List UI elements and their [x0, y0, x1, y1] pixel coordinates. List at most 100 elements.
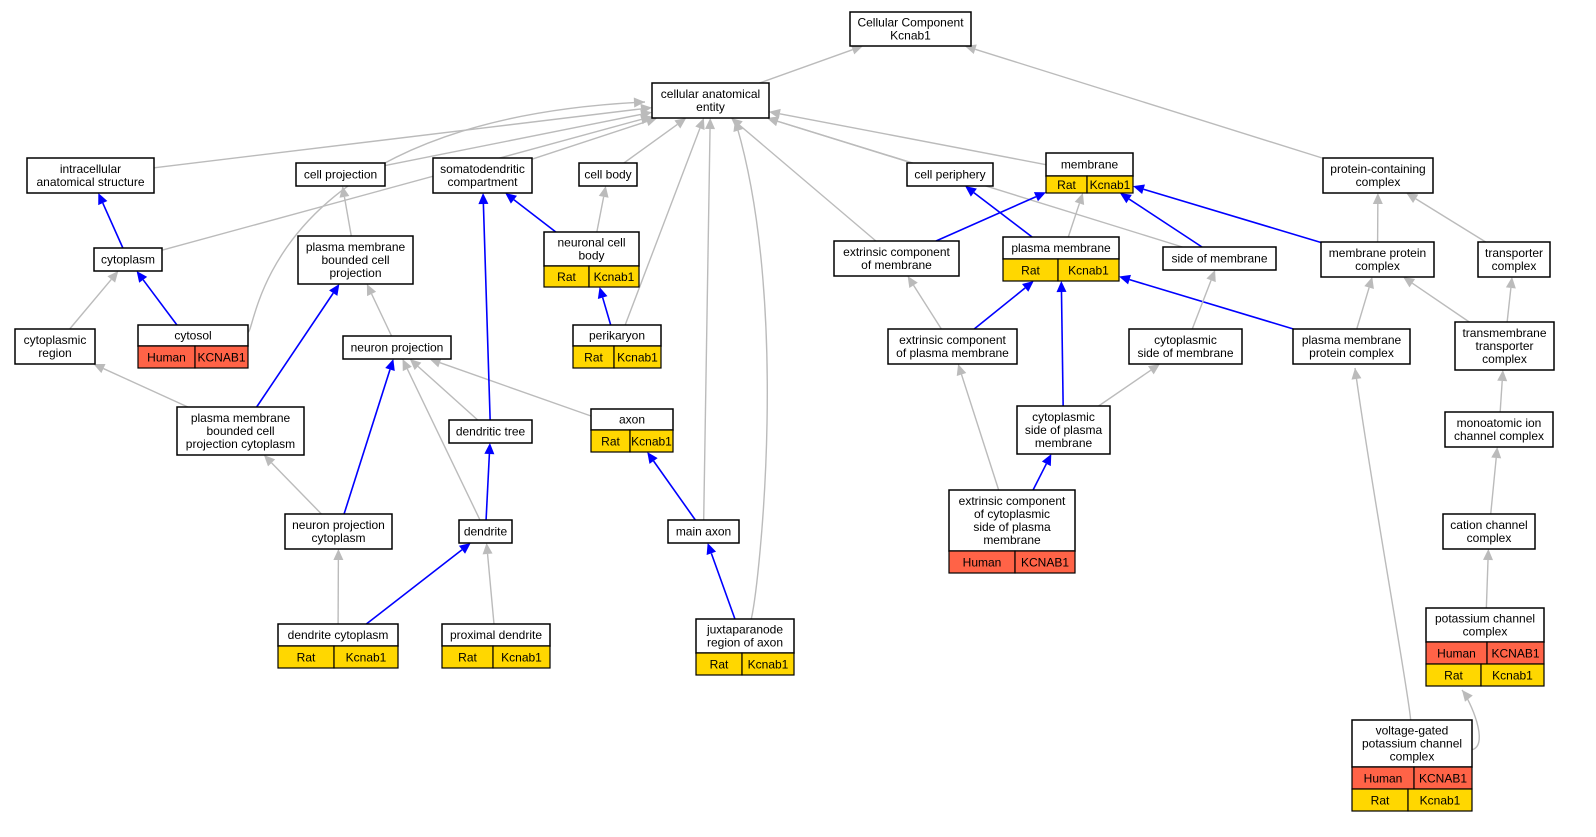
- node-label-line: projection: [329, 266, 381, 280]
- edge-arrowhead: [633, 97, 645, 108]
- edge-line: [1060, 291, 1064, 407]
- node-label-line: of plasma membrane: [896, 346, 1009, 360]
- edge-line: [439, 362, 592, 417]
- edge-line: [1490, 457, 1497, 515]
- node-cytoplasm[interactable]: cytoplasm: [93, 247, 163, 272]
- node-label-line: cytoplasmic: [1032, 410, 1095, 424]
- edge-line: [1032, 463, 1048, 491]
- node-label-line: cytoplasmic: [24, 333, 87, 347]
- node-label-line: membrane: [983, 533, 1041, 547]
- node-label-box: [1322, 157, 1434, 194]
- node-label-line: complex: [1467, 531, 1512, 545]
- edge-cellproj-to-cae: [384, 109, 652, 167]
- edge-arrowhead: [107, 271, 119, 283]
- edge-mainaxon-to-cae: [702, 118, 716, 521]
- node-cellperiph[interactable]: cell periphery: [906, 162, 994, 187]
- edge-jpa-to-mainaxon: [706, 543, 736, 620]
- node-label-line: cellular anatomical: [661, 87, 760, 101]
- node-som[interactable]: side of membrane: [1162, 246, 1277, 271]
- edge-arrowhead: [458, 543, 471, 554]
- edge-arrowhead: [907, 276, 918, 288]
- node-label-box: [448, 419, 533, 444]
- edge-line: [739, 124, 877, 242]
- node-label-line: complex: [1463, 625, 1508, 639]
- gene-label: KCNAB1: [197, 351, 245, 365]
- edge-arrowhead: [769, 108, 781, 119]
- node-label-line: membrane: [1061, 158, 1119, 172]
- gene-label: Kcnab1: [1420, 794, 1461, 808]
- node-label-line: bounded cell: [321, 253, 389, 267]
- gene-cell: [1407, 788, 1473, 812]
- edge-somato-to-cae: [531, 116, 658, 160]
- edge-line: [1143, 188, 1322, 244]
- node-dendrite[interactable]: dendrite: [458, 519, 513, 544]
- edge-line: [935, 195, 1037, 242]
- edge-vgpcc-to-pmpc: [1351, 367, 1412, 721]
- gene-label: Kcnab1: [631, 435, 672, 449]
- edge-arrowhead: [1406, 193, 1419, 204]
- edge-arrowhead: [1462, 690, 1473, 702]
- node-label-line: protein-containing: [1330, 162, 1425, 176]
- edge-arrowhead: [964, 44, 977, 55]
- node-cellbody[interactable]: cell body: [578, 162, 638, 187]
- edge-jpa-to-cae: [733, 119, 768, 620]
- node-label-line: cytoplasm: [311, 531, 365, 545]
- node-neuproj[interactable]: neuron projection: [342, 335, 452, 360]
- node-label-line: voltage-gated: [1376, 724, 1449, 738]
- species-label: Rat: [1021, 264, 1040, 278]
- edge-ias-to-cae: [153, 103, 652, 169]
- node-cellproj[interactable]: cell projection: [295, 162, 386, 187]
- node-label-line: potassium channel: [1362, 737, 1462, 751]
- node-mainaxon[interactable]: main axon: [667, 519, 740, 544]
- node-label-line: juxtaparanode: [706, 623, 783, 637]
- node-label-line: somatodendritic: [440, 162, 525, 176]
- gene-cell: [629, 429, 674, 453]
- node-label-box: [1454, 321, 1555, 371]
- node-label-line: complex: [1482, 352, 1527, 366]
- edge-line: [960, 374, 1000, 491]
- edge-arrowhead: [1505, 277, 1516, 289]
- node-label-line: Cellular Component: [857, 16, 964, 30]
- edge-line: [1067, 203, 1081, 238]
- edge-line: [370, 293, 393, 337]
- node-label-line: cytoplasmic: [1154, 333, 1217, 347]
- node-dtree[interactable]: dendritic tree: [448, 419, 533, 444]
- node-label-line: body: [578, 249, 604, 263]
- species-label: Human: [147, 351, 186, 365]
- node-label-line: extrinsic component: [843, 245, 950, 259]
- edge-ttc-to-transporter: [1505, 277, 1516, 323]
- edge-line: [623, 123, 678, 164]
- edge-pmpc-to-pm: [1119, 274, 1294, 330]
